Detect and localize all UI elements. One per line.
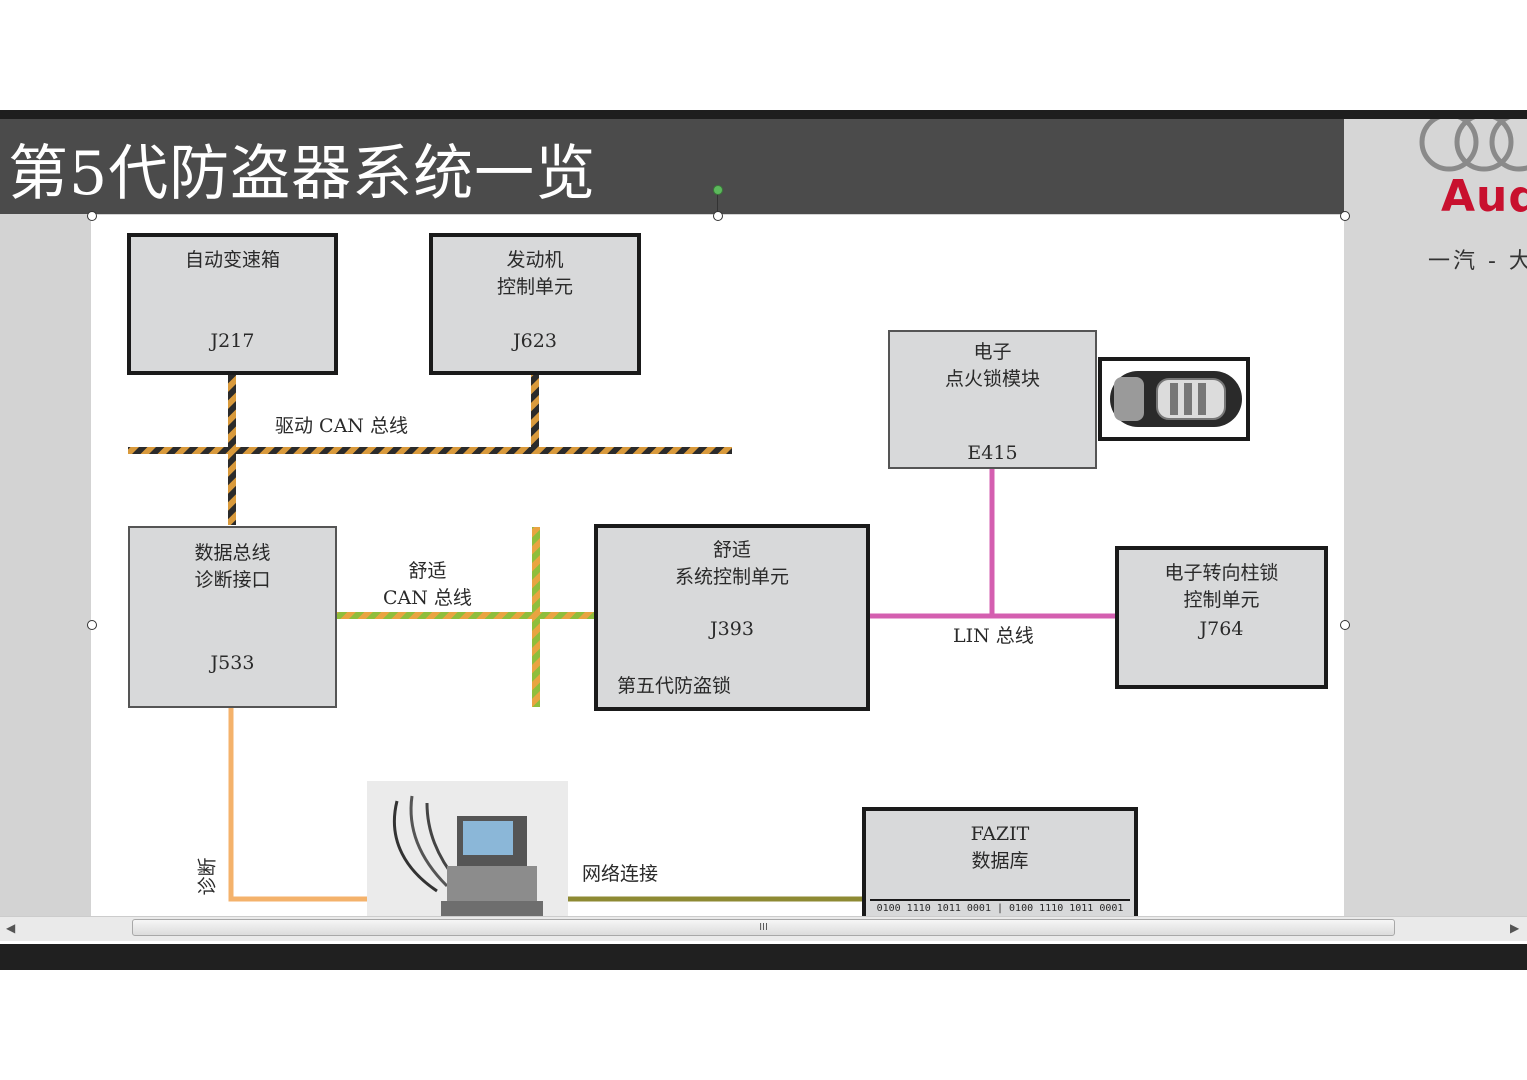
box-j623-name: 发动机 控制单元	[496, 249, 573, 298]
box-e415: 电子 点火锁模块 E415	[888, 330, 1097, 469]
resize-handle-top-left[interactable]	[87, 211, 97, 221]
drive-can-j217-stub	[228, 375, 236, 525]
slide: 第5代防盗器系统一览 Audi 一汽 - 大众	[0, 119, 1527, 916]
box-j217-code: J217	[210, 330, 255, 352]
scroll-right-arrow-icon[interactable]: ▶	[1510, 921, 1520, 935]
diagram-image[interactable]: 自动变速箱 J217 发动机 控制单元 J623 电子 点火锁模块 E415 数…	[91, 215, 1344, 916]
box-j217: 自动变速箱 J217	[127, 233, 338, 375]
box-e415-name: 电子 点火锁模块	[944, 341, 1040, 390]
box-j533-name: 数据总线 诊断接口	[194, 542, 271, 591]
brand-subtitle: 一汽 - 大众	[1428, 249, 1527, 274]
slide-title: 第5代防盗器系统一览	[8, 139, 597, 209]
box-j393: 舒适 系统控制单元 J393 第五代防盗锁	[594, 524, 870, 711]
rotation-handle-top[interactable]	[713, 185, 723, 195]
horizontal-scrollbar[interactable]: ◀ III ▶	[0, 916, 1527, 941]
box-j764-code: J764	[1199, 618, 1244, 640]
rotation-handle-stem	[717, 191, 718, 211]
box-j764-name: 电子转向柱锁 控制单元	[1164, 562, 1279, 611]
drive-can-bus	[128, 447, 732, 454]
comfort-can-vertical	[532, 527, 540, 707]
box-j393-name: 舒适 系统控制单元	[674, 539, 789, 588]
box-fazit-binary: 0100 1110 1011 0001 | 0100 1110 1011 000…	[870, 899, 1130, 914]
bus-lines	[128, 375, 1116, 902]
box-j393-note: 第五代防盗锁	[616, 675, 731, 697]
box-j393-code: J393	[710, 618, 754, 640]
box-fazit: FAZIT 数据库 0100 1110 1011 0001 | 0100 111…	[862, 807, 1138, 916]
label-diagnosis: 诊断	[196, 857, 219, 896]
box-j217-name: 自动变速箱	[184, 249, 280, 271]
bottom-dark-band	[0, 944, 1527, 970]
label-network: 网络连接	[582, 863, 659, 885]
label-drive-can: 驱动 CAN 总线	[275, 415, 408, 437]
brand-logo-text: Audi	[1441, 171, 1527, 222]
resize-handle-top-mid[interactable]	[713, 211, 723, 221]
box-j623-code: J623	[513, 330, 557, 352]
car-key-icon	[1110, 371, 1242, 427]
scroll-left-arrow-icon[interactable]: ◀	[6, 921, 16, 935]
box-j623: 发动机 控制单元 J623	[429, 233, 641, 375]
scroll-thumb[interactable]: III	[132, 919, 1395, 936]
brand-area: Audi 一汽 - 大众	[1344, 119, 1527, 916]
resize-handle-mid-left[interactable]	[87, 620, 97, 630]
resize-handle-mid-right[interactable]	[1340, 620, 1350, 630]
box-j764: 电子转向柱锁 控制单元 J764	[1115, 546, 1328, 689]
box-j533-code: J533	[210, 652, 255, 674]
car-key-image	[1098, 357, 1250, 441]
box-j533: 数据总线 诊断接口 J533	[128, 526, 337, 708]
box-fazit-name: FAZIT 数据库	[970, 823, 1030, 872]
comfort-can-bus	[336, 612, 596, 619]
audi-rings-logo	[1419, 119, 1527, 172]
label-lin: LIN 总线	[953, 625, 1034, 647]
resize-handle-top-right[interactable]	[1340, 211, 1350, 221]
diagnostic-tester-icon	[392, 795, 543, 916]
top-dark-band	[0, 110, 1527, 119]
title-bar: 第5代防盗器系统一览	[0, 119, 1344, 214]
box-e415-code: E415	[967, 442, 1018, 464]
label-comfort-can: 舒适 CAN 总线	[383, 560, 472, 609]
diagnostic-tester-image	[367, 781, 568, 916]
drive-can-j623-stub	[531, 375, 539, 451]
